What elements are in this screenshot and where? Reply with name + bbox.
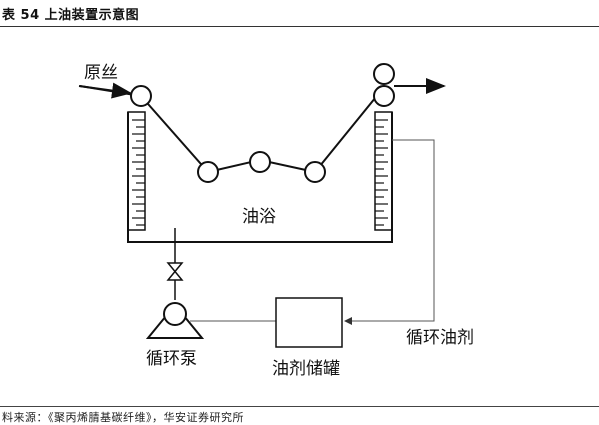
- right-tank-wall: [374, 111, 393, 231]
- label-raw-silk: 原丝: [84, 63, 118, 83]
- bath-roller-middle: [249, 151, 271, 173]
- title-divider: [0, 26, 599, 27]
- exit-roller-top: [373, 63, 395, 85]
- raw-silk-input-arrow: [78, 82, 132, 99]
- fiber-path: [79, 85, 381, 174]
- label-oil-bath: 油浴: [242, 207, 276, 227]
- entry-roller: [130, 85, 152, 107]
- valve-icon: [166, 262, 184, 281]
- left-scale-ticks: [132, 119, 145, 226]
- pump-icon: [163, 302, 187, 326]
- label-oil-storage-tank: 油剂储罐: [272, 359, 340, 379]
- circulation-return-arrowhead: [344, 317, 352, 325]
- circulation-return-line: [350, 139, 435, 322]
- oil-storage-tank: [275, 297, 343, 348]
- bath-roller-left: [197, 161, 219, 183]
- left-tank-wall: [127, 111, 146, 231]
- exit-roller-bottom: [373, 85, 395, 107]
- right-scale-ticks: [375, 119, 388, 226]
- figure-title: 表 54 上油装置示意图: [2, 8, 140, 23]
- footer-divider: [0, 406, 599, 407]
- label-circulating-oil: 循环油剂: [406, 328, 474, 348]
- source-note: 料来源：《聚丙烯腈基碳纤维》，华安证券研究所: [2, 411, 244, 424]
- bath-roller-right: [304, 161, 326, 183]
- label-circulation-pump: 循环泵: [146, 349, 197, 369]
